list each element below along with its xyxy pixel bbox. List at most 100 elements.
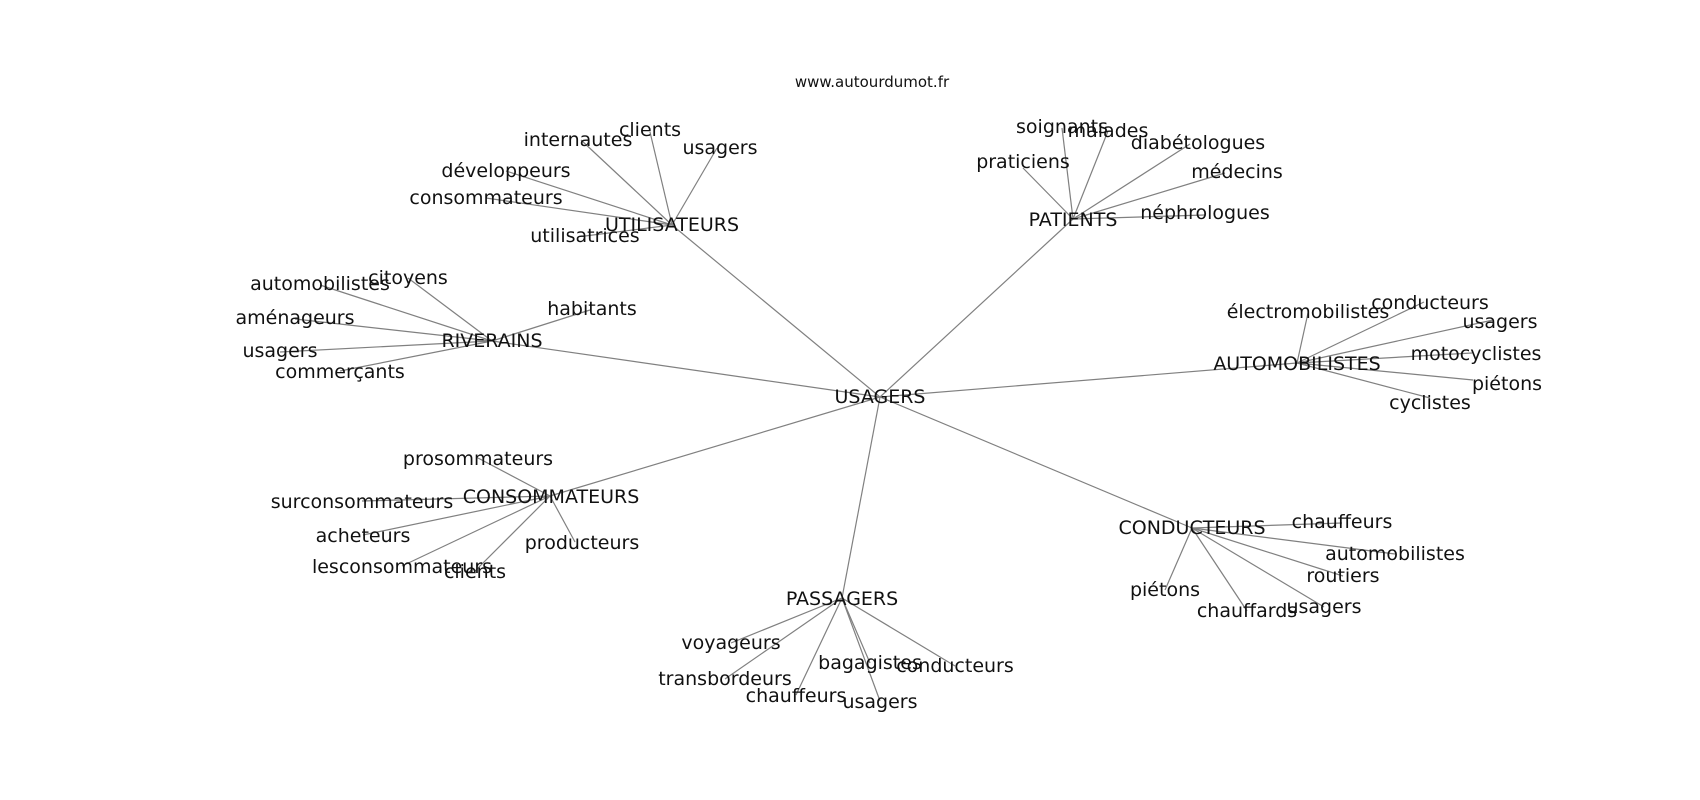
edge-automobilistes-leaf — [1296, 352, 1473, 364]
edge-automobilistes-leaf — [1296, 362, 1474, 381]
hub-node-automobilistes: AUTOMOBILISTES — [1213, 353, 1380, 375]
leaf-node-label: lesconsommateurs — [312, 556, 492, 578]
edge-automobilistes-leaf — [1296, 362, 1431, 399]
leaf-node-label: clients — [619, 119, 681, 141]
leaf-node-label: chauffeurs — [1292, 511, 1393, 533]
edge-automobilistes-leaf — [1296, 319, 1494, 364]
edge-center-riverains — [491, 340, 881, 398]
edge-utilisateurs-leaf — [485, 197, 673, 226]
edge-riverains-leaf — [407, 277, 493, 342]
leaf-node-label: usagers — [1462, 311, 1537, 333]
edge-conducteurs-leaf — [1191, 527, 1344, 577]
leaf-node-label: voyageurs — [681, 632, 780, 654]
edge-consommateurs-leaf — [477, 457, 551, 497]
edge-patients-leaf — [1072, 143, 1191, 220]
leaf-node-label: motocyclistes — [1411, 343, 1542, 365]
edge-patients-leaf — [1022, 167, 1074, 220]
leaf-node-label: aménageurs — [235, 307, 354, 329]
edge-riverains-leaf — [279, 340, 493, 353]
leaf-node-label: usagers — [242, 340, 317, 362]
edge-patients-leaf — [1072, 214, 1206, 220]
edge-consommateurs-leaf — [401, 495, 551, 567]
edge-riverains-leaf — [339, 340, 493, 372]
edge-riverains-leaf — [491, 309, 591, 342]
leaf-node-label: cyclistes — [1389, 392, 1471, 414]
edge-patients-leaf — [1072, 172, 1226, 220]
leaf-node-label: médecins — [1191, 161, 1283, 183]
leaf-node-label: usagers — [1286, 596, 1361, 618]
leaf-node-label: chauffards — [1197, 600, 1297, 622]
edge-conducteurs-leaf — [1191, 522, 1343, 529]
edge-center-conducteurs — [879, 396, 1193, 529]
leaf-node-label: internautes — [524, 129, 633, 151]
leaf-node-label: producteurs — [525, 532, 640, 554]
edge-utilisateurs-leaf — [649, 131, 673, 226]
edge-center-utilisateurs — [671, 224, 881, 398]
edge-riverains-leaf — [319, 284, 493, 342]
hub-node-riverains: RIVERAINS — [441, 330, 542, 352]
leaf-node-label: surconsommateurs — [271, 491, 454, 513]
leaf-node-label: prosommateurs — [403, 448, 553, 470]
edge-conducteurs-leaf — [1191, 527, 1396, 555]
leaf-node-label: utilisatrices — [530, 225, 639, 247]
edge-riverains-leaf — [294, 318, 493, 342]
leaf-node-label: transbordeurs — [658, 668, 792, 690]
leaf-node-label: développeurs — [441, 160, 570, 182]
hub-node-consommateurs: CONSOMMATEURS — [463, 486, 640, 508]
leaf-node-label: piétons — [1472, 373, 1542, 395]
edge-passagers-leaf — [841, 597, 881, 702]
edge-consommateurs-leaf — [474, 495, 551, 572]
hub-node-passagers: PASSAGERS — [786, 588, 898, 610]
edge-conducteurs-leaf — [1191, 527, 1325, 608]
center-node-label: USAGERS — [835, 386, 926, 408]
leaf-node-label: chauffeurs — [746, 685, 847, 707]
leaf-node-label: citoyens — [368, 267, 448, 289]
leaf-node-label: diabétologues — [1131, 132, 1265, 154]
edge-utilisateurs-leaf — [505, 170, 673, 226]
edge-utilisateurs-leaf — [580, 139, 673, 226]
edge-consommateurs-leaf — [549, 495, 576, 543]
leaf-node-label: usagers — [842, 691, 917, 713]
graph-edges — [279, 127, 1494, 702]
edge-center-automobilistes — [879, 362, 1298, 398]
edge-center-patients — [879, 218, 1074, 398]
leaf-node-label: bagagistes — [818, 652, 922, 674]
leaf-node-label: acheteurs — [316, 525, 411, 547]
leaf-node-label: conducteurs — [1371, 292, 1489, 314]
edge-utilisateurs-leaf — [584, 224, 673, 237]
edge-patients-leaf — [1061, 127, 1074, 220]
edge-utilisateurs-leaf — [671, 147, 718, 226]
edge-center-passagers — [841, 396, 881, 599]
leaf-node-label: électromobilistes — [1227, 301, 1390, 323]
edge-passagers-leaf — [730, 597, 843, 644]
edge-consommateurs-leaf — [362, 495, 551, 536]
leaf-node-label: habitants — [547, 298, 637, 320]
leaf-node-label: automobilistes — [250, 273, 390, 295]
edge-automobilistes-leaf — [1296, 312, 1309, 364]
site-url: www.autourdumot.fr — [795, 73, 950, 91]
hub-node-conducteurs: CONDUCTEURS — [1118, 517, 1265, 539]
leaf-node-label: néphrologues — [1140, 202, 1269, 224]
leaf-node-label: clients — [444, 561, 506, 583]
edge-center-consommateurs — [549, 396, 881, 497]
leaf-node-label: automobilistes — [1325, 543, 1465, 565]
hub-node-utilisateurs: UTILISATEURS — [605, 214, 739, 236]
edge-conducteurs-leaf — [1191, 527, 1248, 612]
edge-conducteurs-leaf — [1164, 527, 1193, 591]
edge-consommateurs-leaf — [361, 495, 551, 502]
leaf-node-label: piétons — [1130, 579, 1200, 601]
leaf-node-label: consommateurs — [409, 187, 562, 209]
leaf-node-label: usagers — [682, 137, 757, 159]
edge-passagers-leaf — [841, 597, 871, 664]
leaf-node-label: commerçants — [275, 361, 405, 383]
edge-automobilistes-leaf — [1296, 301, 1425, 364]
edge-patients-leaf — [1072, 130, 1109, 220]
leaf-node-label: praticiens — [976, 151, 1070, 173]
edge-passagers-leaf — [795, 597, 843, 696]
edge-passagers-leaf — [841, 597, 956, 667]
edge-passagers-leaf — [724, 597, 843, 680]
hub-node-patients: PATIENTS — [1029, 209, 1118, 231]
leaf-node-label: malades — [1068, 120, 1149, 142]
